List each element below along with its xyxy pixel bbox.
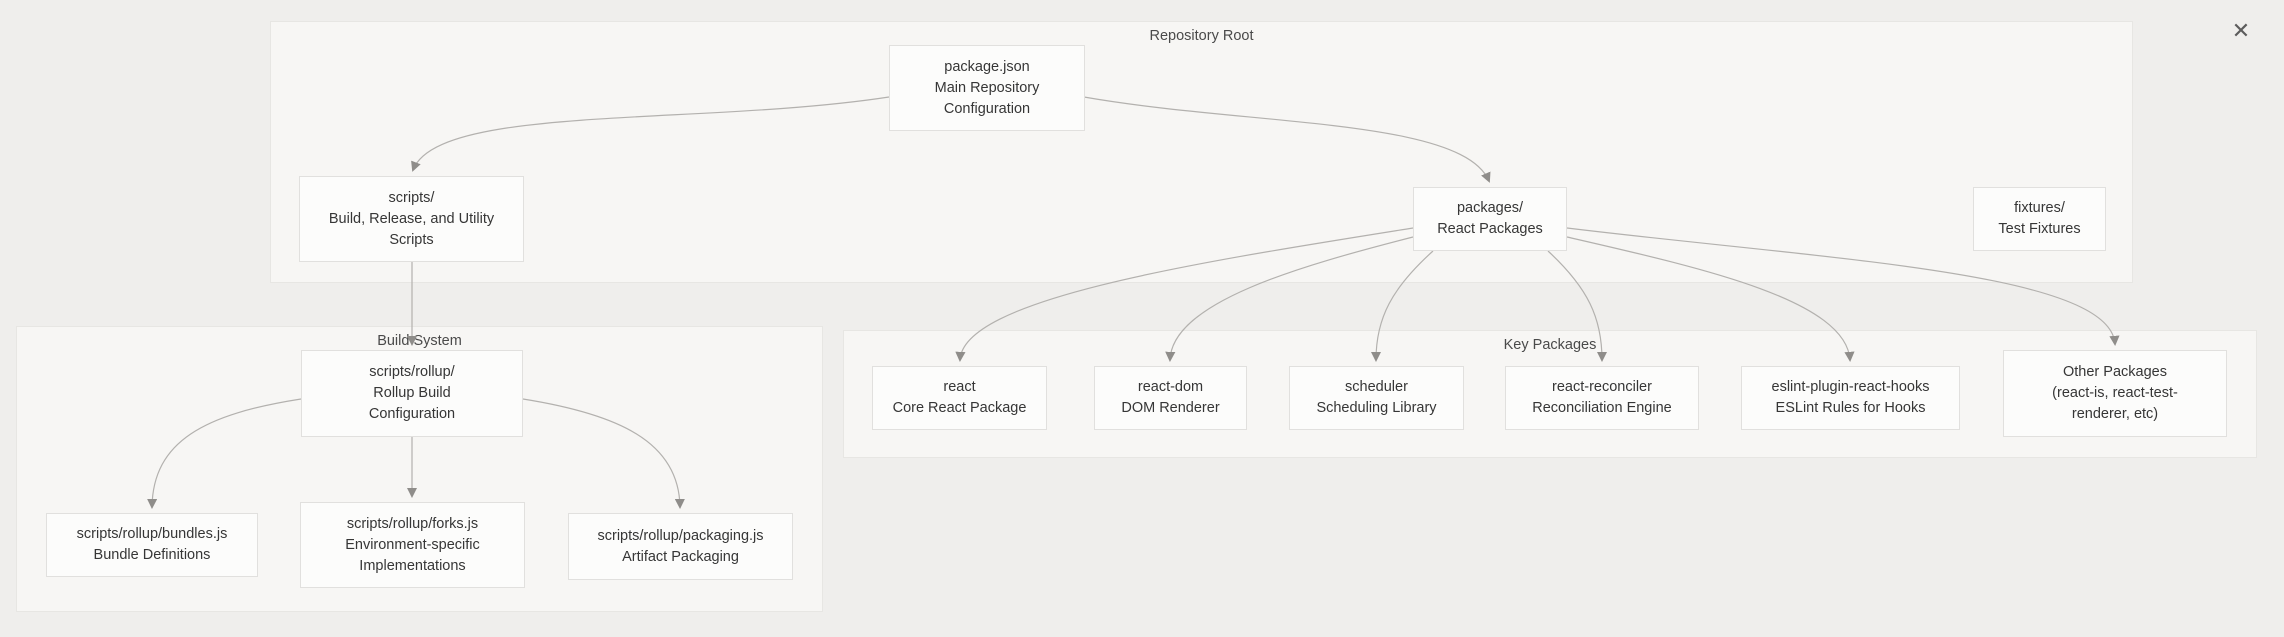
group-label-repository-root: Repository Root xyxy=(1149,28,1254,44)
edge-packages-scheduler xyxy=(1370,250,1434,363)
edge-packages-reactdom xyxy=(1165,236,1414,363)
node-packaging-js: scripts/rollup/packaging.js Artifact Pac… xyxy=(568,513,793,580)
group-repository-root: Repository Root xyxy=(270,21,2133,283)
node-package-json: package.json Main Repository Configurati… xyxy=(889,45,1085,131)
node-fixtures: fixtures/ Test Fixtures xyxy=(1973,187,2106,251)
group-label-key-packages: Key Packages xyxy=(1503,337,1597,353)
node-eslint-plugin-react-hooks: eslint-plugin-react-hooks ESLint Rules f… xyxy=(1741,366,1960,430)
node-scripts-rollup: scripts/rollup/ Rollup Build Configurati… xyxy=(301,350,523,437)
edge-packages-other xyxy=(1566,227,2120,347)
edge-packagejson-scripts xyxy=(411,96,890,172)
edge-packages-reconciler xyxy=(1547,250,1608,363)
edge-rollup-packaging xyxy=(522,398,685,510)
edge-rollup-bundles xyxy=(147,398,302,510)
node-forks-js: scripts/rollup/forks.js Environment-spec… xyxy=(300,502,525,588)
node-other-packages: Other Packages (react-is, react-test- re… xyxy=(2003,350,2227,437)
node-packages: packages/ React Packages xyxy=(1413,187,1567,251)
edge-packagejson-packages xyxy=(1083,96,1491,183)
node-react: react Core React Package xyxy=(872,366,1047,430)
edge-packages-eslint xyxy=(1566,236,1855,363)
group-label-build-system: Build System xyxy=(377,333,462,349)
edge-packages-react xyxy=(955,227,1414,363)
close-icon: ✕ xyxy=(2231,18,2251,43)
node-scripts: scripts/ Build, Release, and Utility Scr… xyxy=(299,176,524,262)
close-button[interactable]: ✕ xyxy=(2224,14,2258,48)
node-react-dom: react-dom DOM Renderer xyxy=(1094,366,1247,430)
node-react-reconciler: react-reconciler Reconciliation Engine xyxy=(1505,366,1699,430)
node-scheduler: scheduler Scheduling Library xyxy=(1289,366,1464,430)
node-bundles-js: scripts/rollup/bundles.js Bundle Definit… xyxy=(46,513,258,577)
